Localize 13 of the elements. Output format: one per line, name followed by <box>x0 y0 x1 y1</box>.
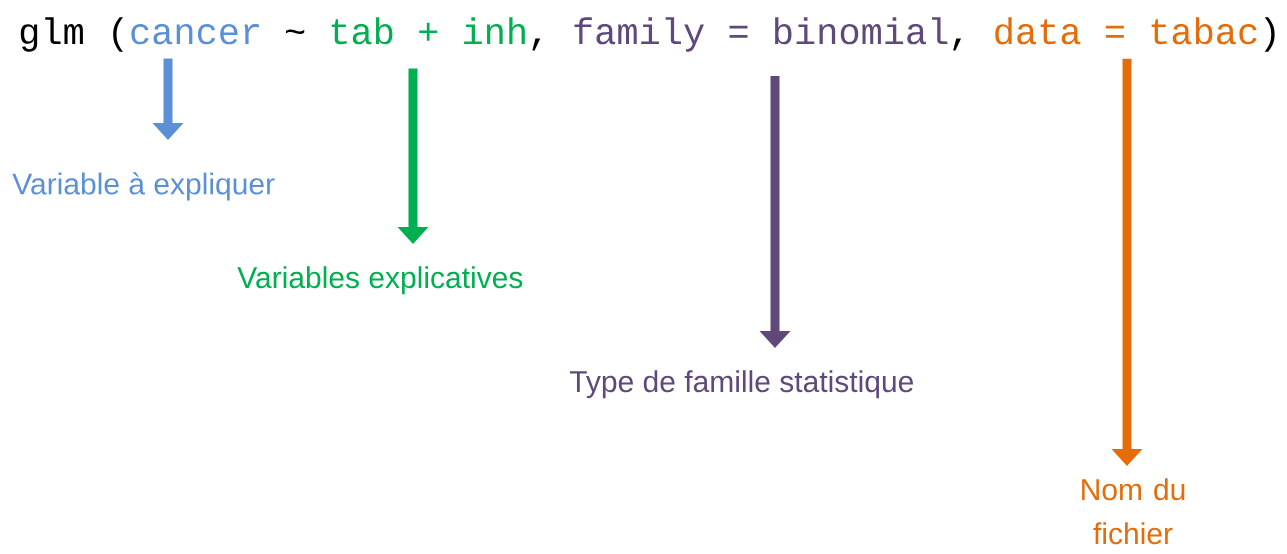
code-text: glm ( <box>20 17 124 52</box>
code-text: cancer <box>131 24 259 45</box>
description-text: Nom du fichier <box>1082 478 1185 545</box>
description-text: Variables explicatives <box>237 266 523 295</box>
code-text: , <box>953 38 962 51</box>
code-text: , <box>532 38 541 51</box>
code-text: family = binomial <box>574 17 948 52</box>
description-text: Variable à expliquer <box>12 172 275 201</box>
code-text: data = tabac <box>995 17 1257 45</box>
code-text: tab + inh <box>331 17 525 45</box>
description-text: Type de famille statistique <box>569 370 913 399</box>
code-text: ~ <box>285 29 305 34</box>
code-text: ) <box>1264 17 1275 52</box>
